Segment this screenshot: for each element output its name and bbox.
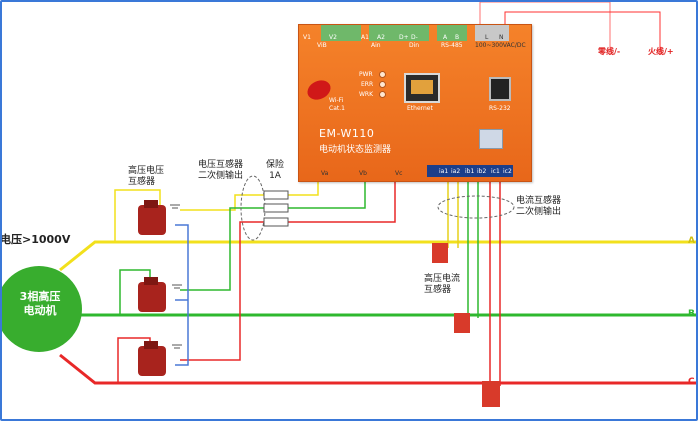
zero-line-wire (479, 1, 611, 55)
term-a1: A1 (361, 34, 369, 41)
vt-a (138, 200, 166, 235)
phase-c-label: C (688, 377, 695, 387)
ethernet-port (404, 73, 440, 103)
rs232-label: RS-232 (489, 105, 511, 112)
term-va: Va (321, 170, 329, 177)
ct-terminal-block (427, 165, 513, 177)
term-ia1: ia1 (439, 168, 449, 175)
terminal-block-power (475, 25, 509, 41)
term-n: N (499, 34, 504, 41)
wifi-sub-label: Cat.1 (329, 105, 345, 112)
term-a2: A2 (377, 34, 385, 41)
wifi-label: Wi-Fi (329, 97, 344, 104)
ct-label: 高压电流 互感器 (424, 274, 461, 295)
term-v2: V2 (329, 34, 337, 41)
term-v1: V1 (303, 34, 311, 41)
vt-c (138, 341, 166, 376)
term-ib1: ib1 (465, 168, 475, 175)
vt-label: 高压电压 互感器 (128, 166, 165, 187)
fuse-a (263, 190, 289, 200)
ct-c (482, 381, 500, 407)
term-ain: Ain (371, 42, 381, 49)
led-wrk-label: WRK (359, 91, 374, 98)
vt-b (138, 277, 166, 312)
term-ib2: ib2 (477, 168, 487, 175)
fuse-c (263, 217, 289, 227)
led-pwr-label: PWR (359, 71, 373, 78)
terminal-block-ain (369, 25, 429, 41)
ct-a (432, 243, 448, 263)
logo-cube-icon (479, 129, 503, 149)
fuse-label: 保险 1A (266, 160, 285, 181)
ct-secondary-group (437, 195, 515, 219)
ct-b (454, 313, 470, 333)
term-a: A (443, 34, 448, 41)
term-din: Din (409, 42, 420, 49)
phase-a-label: A (688, 236, 695, 246)
vt-secondary-label: 电压互感器 二次侧输出 (198, 160, 244, 181)
live-line-label: 火线/+ (648, 47, 674, 56)
led-err-icon (379, 81, 386, 88)
power-spec: 100~300VAC/DC (475, 42, 526, 49)
device-name: 电动机状态监测器 (319, 145, 392, 155)
led-err-label: ERR (361, 81, 374, 88)
term-d-minus: D- (411, 34, 418, 41)
phase-b-label: B (688, 309, 695, 319)
motor-label: 3相高压 电动机 (19, 290, 61, 317)
terminal-block-rs485 (437, 25, 467, 41)
term-ic2: ic2 (503, 168, 512, 175)
motor (0, 266, 82, 352)
led-wrk-icon (379, 91, 386, 98)
zero-line-label: 零线/- (598, 47, 621, 56)
phase-a-bus (59, 240, 698, 272)
monitor-device: V1 V2 ViB A1 A2 Ain D+ D- Din A B RS-485… (298, 24, 532, 182)
term-vc: Vc (395, 170, 403, 177)
term-l: L (485, 34, 489, 41)
term-rs485: RS-485 (441, 42, 463, 49)
term-b: B (455, 34, 460, 41)
rs232-port (489, 77, 511, 101)
live-line-wire (504, 11, 661, 55)
term-vb: Vb (359, 170, 367, 177)
term-ia2: ia2 (451, 168, 461, 175)
fuse-b (263, 203, 289, 213)
term-d-plus: D+ (399, 34, 409, 41)
ground-icons (170, 204, 182, 349)
device-model: EM-W110 (319, 127, 375, 140)
voltage-label: 电压>1000V (0, 233, 71, 246)
led-pwr-icon (379, 71, 386, 78)
terminal-block-v (321, 25, 361, 41)
ethernet-label: Ethernet (407, 105, 433, 112)
term-vib: ViB (317, 42, 327, 49)
ct-secondary-label: 电流互感器 二次侧输出 (516, 196, 562, 217)
term-ic1: ic1 (491, 168, 500, 175)
